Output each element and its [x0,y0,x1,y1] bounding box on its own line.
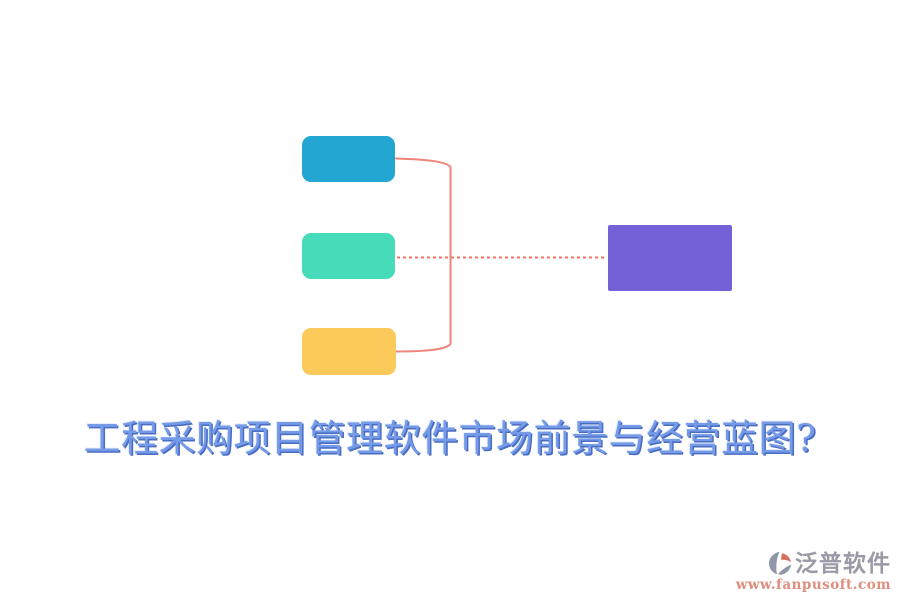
brand-url: www.fanpusoft.com [735,576,891,593]
brand-watermark: 泛普软件 www.fanpusoft.com [735,549,891,593]
bracket-connector [395,157,452,353]
page-title: 工程采购项目管理软件市场前景与经营蓝图? [83,417,817,460]
branch-node-bottom [302,328,396,375]
brand-logo-icon [768,551,792,575]
brand-name: 泛普软件 [795,549,891,577]
branch-node-middle [302,233,395,279]
root-node [608,225,732,291]
branch-node-top [302,136,395,182]
